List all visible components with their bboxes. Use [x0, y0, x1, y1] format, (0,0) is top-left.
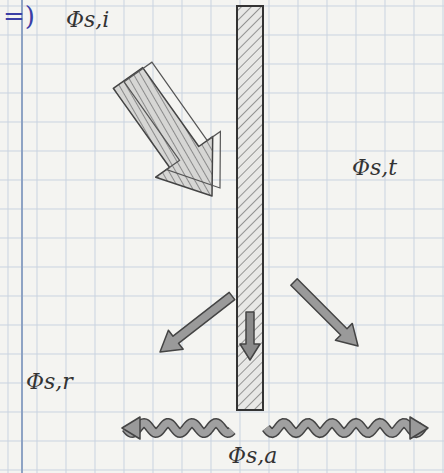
grid-line — [0, 151, 444, 152]
grid-line — [385, 0, 386, 473]
grid-line — [0, 267, 444, 268]
grid-line — [414, 0, 415, 473]
reflected-arrow — [160, 292, 235, 352]
slab — [237, 6, 263, 410]
wavy-arrow — [266, 423, 424, 433]
grid-line — [0, 470, 444, 471]
grid-line — [211, 0, 212, 473]
wavy-arrow — [126, 423, 232, 433]
grid-line — [95, 0, 96, 473]
grid-line — [182, 0, 183, 473]
grid-line — [356, 0, 357, 473]
grid-line — [0, 441, 444, 442]
grid-line — [0, 64, 444, 65]
grid-line — [0, 6, 444, 7]
grid-line — [8, 0, 9, 473]
flux-label: Φs,a — [228, 444, 277, 468]
grid-line — [0, 122, 444, 123]
grid-line — [0, 412, 444, 413]
grid-line — [0, 35, 444, 36]
transmitted-arrow — [291, 279, 358, 346]
grid-line — [0, 296, 444, 297]
wavy-arrow-fill — [126, 423, 232, 433]
grid-line — [66, 0, 67, 473]
grid-line — [443, 0, 444, 473]
wavy-arrow-fill — [266, 423, 424, 433]
grid-line — [124, 0, 125, 473]
wavy-arrow-head — [122, 417, 140, 439]
flux-label: Φs,r — [26, 370, 73, 394]
grid-line — [0, 93, 444, 94]
absorbed-arrow — [240, 312, 260, 360]
grid-line — [0, 209, 444, 210]
grid-line — [0, 325, 444, 326]
grid-line — [0, 354, 444, 355]
grid-line — [153, 0, 154, 473]
grid-line — [298, 0, 299, 473]
margin-line — [21, 0, 23, 473]
grid-line — [269, 0, 270, 473]
grid-line — [37, 0, 38, 473]
flux-label: Φs,i — [66, 8, 109, 32]
grid-line — [0, 238, 444, 239]
item-marker: =) — [3, 2, 35, 31]
wavy-arrow-head — [410, 417, 428, 439]
flux-label: Φs,t — [352, 156, 397, 180]
incident-arrow-outline — [124, 62, 220, 188]
grid-line — [327, 0, 328, 473]
